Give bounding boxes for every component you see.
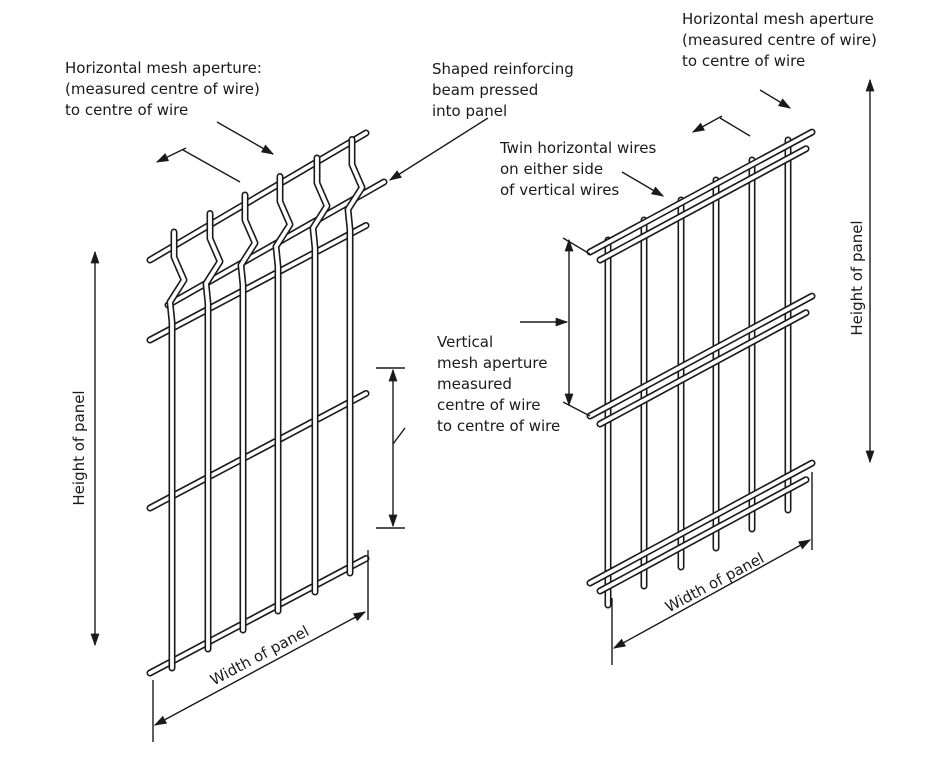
left-middle-rail	[146, 390, 370, 512]
right-width-dimension	[612, 539, 812, 649]
right-horizontal-aperture-label: Horizontal mesh aperture (measured centr…	[682, 10, 882, 70]
right-bottom-twin-front	[586, 459, 816, 587]
left-vertical-wire	[166, 228, 188, 672]
left-vertical-wire	[344, 136, 366, 577]
shaped-beam-label: Shaped reinforcing beam pressed into pan…	[432, 60, 579, 120]
left-vertical-wire	[237, 191, 259, 634]
left-horiz-aperture-dimension	[155, 147, 187, 163]
right-top-twin-front	[586, 128, 816, 256]
right-height-label: Height of panel	[848, 220, 866, 335]
right-middle-twin-back	[596, 309, 810, 428]
right-vertical-aperture-ext-bottom	[562, 401, 591, 417]
right-bottom-twin-back	[596, 476, 810, 595]
dimension-lines	[90, 78, 875, 742]
left-horizontal-aperture-label: Horizontal mesh aperture: (measured cent…	[65, 59, 267, 119]
labels: Horizontal mesh aperture: (measured cent…	[65, 10, 882, 689]
left-vertical-aperture-leader	[392, 427, 406, 445]
right-vertical-aperture-ext-top	[562, 237, 591, 255]
left-horiz-aperture-leader	[216, 121, 275, 155]
left-vertical-wire	[272, 173, 294, 615]
right-fence-panel	[586, 128, 816, 609]
vertical-aperture-label: Vertical mesh aperture measured centre o…	[437, 333, 560, 435]
left-horiz-aperture-ext	[182, 149, 241, 183]
right-middle-twin-front	[586, 292, 816, 420]
twin-wires-leader	[621, 171, 665, 197]
left-width-dimension	[153, 611, 367, 726]
twin-wires-label: Twin horizontal wires on either side of …	[499, 139, 661, 199]
left-vertical-wire	[309, 154, 331, 596]
right-horiz-aperture-leader	[759, 89, 792, 109]
left-height-label: Height of panel	[70, 390, 88, 505]
right-horiz-aperture-ext	[719, 117, 751, 137]
right-top-twin-back	[596, 145, 810, 264]
left-fence-panel	[146, 129, 388, 677]
shaped-beam-leader	[388, 117, 489, 181]
left-top-rail	[146, 222, 370, 344]
right-horiz-aperture-dimension	[691, 115, 723, 133]
left-vertical-wire	[202, 210, 224, 653]
left-beam-rail-back	[146, 129, 370, 264]
